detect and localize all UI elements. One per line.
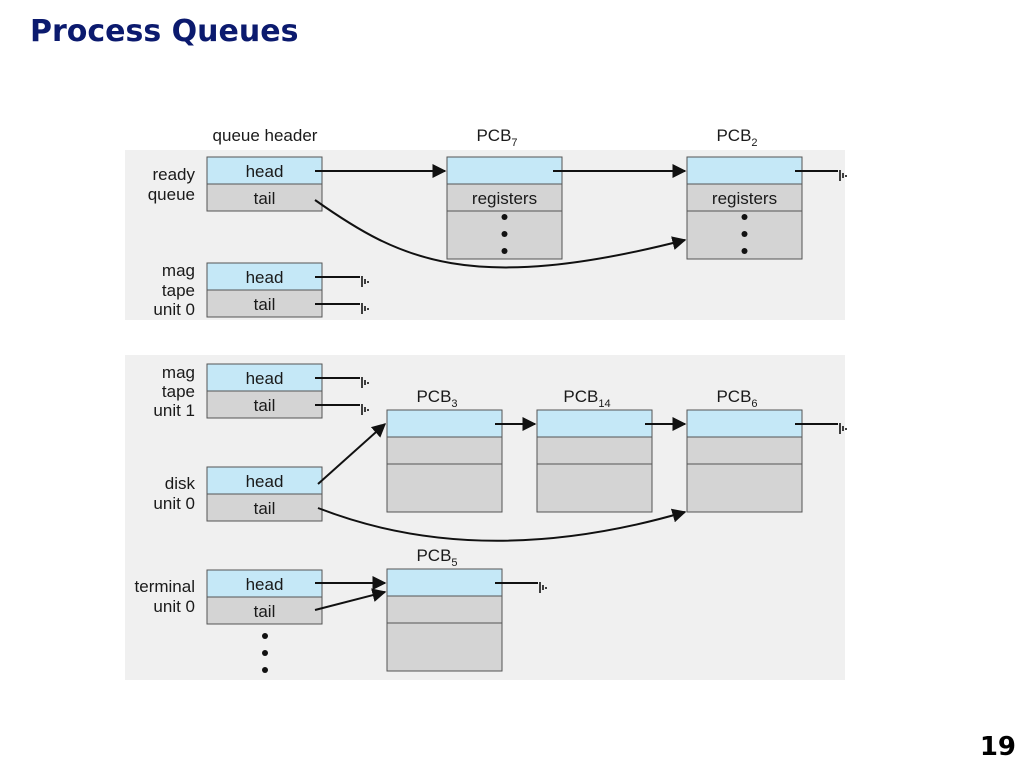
mag-tape-unit-0-tail-text: tail xyxy=(254,295,276,314)
terminal-unit-0-head-cell xyxy=(206,569,323,598)
mag-tape-unit-1-tail-text: tail xyxy=(254,396,276,415)
pcb-14-label: PCB14 xyxy=(563,387,610,410)
pcb-6-null-icon xyxy=(839,423,847,434)
ready-tail-arrow xyxy=(314,199,687,269)
mag1-tail-null-icon xyxy=(361,404,369,415)
mag-tape-unit-0-label: tape xyxy=(162,281,195,300)
mag1-head-null-icon xyxy=(361,377,369,388)
pcb-2-dot xyxy=(741,214,748,220)
disk-unit-0-head-text: head xyxy=(246,472,284,491)
disk-unit-0-label: disk xyxy=(165,474,196,493)
pcb-5-header-cell xyxy=(386,568,503,597)
pcb-3-body-cell xyxy=(386,463,503,513)
pcb-3-mid-cell xyxy=(386,436,503,465)
ready-queue-head-text: head xyxy=(246,162,284,181)
queue-header-label: queue header xyxy=(213,126,318,145)
pcb-2-registers-cell xyxy=(686,183,803,212)
pcb-2-dot xyxy=(741,231,748,237)
ready-queue-label: queue xyxy=(148,185,195,204)
pcb-3-label: PCB3 xyxy=(416,387,457,410)
mag-tape-unit-0-head-text: head xyxy=(246,268,284,287)
disk-unit-0-tail-text: tail xyxy=(254,499,276,518)
terminal-tail-arrow xyxy=(314,588,387,611)
pcb-7-dot xyxy=(501,214,508,220)
pcb-7-registers-cell xyxy=(446,183,563,212)
mag-tape-unit-1-label: unit 1 xyxy=(153,401,195,420)
pcb-7-dot xyxy=(501,231,508,237)
more-queues-dot xyxy=(262,667,268,673)
pcb-7-dot xyxy=(501,248,508,254)
pcb-14-header-cell xyxy=(536,409,653,438)
mag-tape-unit-0-label: mag xyxy=(162,261,195,280)
ready-queue-label: ready xyxy=(152,165,195,184)
pcb-5-null-icon xyxy=(539,582,547,593)
pcb-7-label: PCB7 xyxy=(476,126,517,149)
disk-unit-0-tail-cell xyxy=(206,493,323,522)
disk-unit-0-head-cell xyxy=(206,466,323,495)
mag-tape-unit-1-tail-cell xyxy=(206,390,323,419)
pcb-2-header-cell xyxy=(686,156,803,185)
pcb-6-body-cell xyxy=(686,463,803,513)
terminal-unit-0-head-text: head xyxy=(246,575,284,594)
pcb-7-registers-text: registers xyxy=(472,189,537,208)
pcb-14-body-cell xyxy=(536,463,653,513)
pcb-7-header-cell xyxy=(446,156,563,185)
pcb-3-header-cell xyxy=(386,409,503,438)
mag-tape-unit-1-label: tape xyxy=(162,382,195,401)
pcb-2-registers-text: registers xyxy=(712,189,777,208)
more-queues-dot xyxy=(262,633,268,639)
mag-tape-unit-1-label: mag xyxy=(162,363,195,382)
more-queues-dot xyxy=(262,650,268,656)
mag-tape-unit-1-head-text: head xyxy=(246,369,284,388)
pcb-2-null-icon xyxy=(839,170,847,181)
pcb-6-mid-cell xyxy=(686,436,803,465)
ready-queue-tail-cell xyxy=(206,183,323,212)
pcb-5-label: PCB5 xyxy=(416,546,457,569)
disk-unit-0-label: unit 0 xyxy=(153,494,195,513)
mag-tape-unit-0-label: unit 0 xyxy=(153,300,195,319)
disk-head-arrow xyxy=(317,423,387,485)
pcb-2-dot xyxy=(741,248,748,254)
mag0-head-null-icon xyxy=(361,276,369,287)
pcb-6-label: PCB6 xyxy=(716,387,757,410)
terminal-unit-0-label: unit 0 xyxy=(153,597,195,616)
terminal-unit-0-tail-cell xyxy=(206,596,323,625)
disk-tail-arrow xyxy=(317,507,687,542)
slide-title: Process Queues xyxy=(30,14,299,49)
pcb-5-mid-cell xyxy=(386,595,503,624)
pcb-2-label: PCB2 xyxy=(716,126,757,149)
ready-queue-tail-text: tail xyxy=(254,189,276,208)
terminal-unit-0-tail-text: tail xyxy=(254,602,276,621)
page-number: 19 xyxy=(979,732,1016,762)
mag-tape-unit-0-tail-cell xyxy=(206,289,323,318)
pcb-6-header-cell xyxy=(686,409,803,438)
pcb-14-mid-cell xyxy=(536,436,653,465)
pcb-5-body-cell xyxy=(386,622,503,672)
mag0-tail-null-icon xyxy=(361,303,369,314)
terminal-unit-0-label: terminal xyxy=(135,577,195,596)
